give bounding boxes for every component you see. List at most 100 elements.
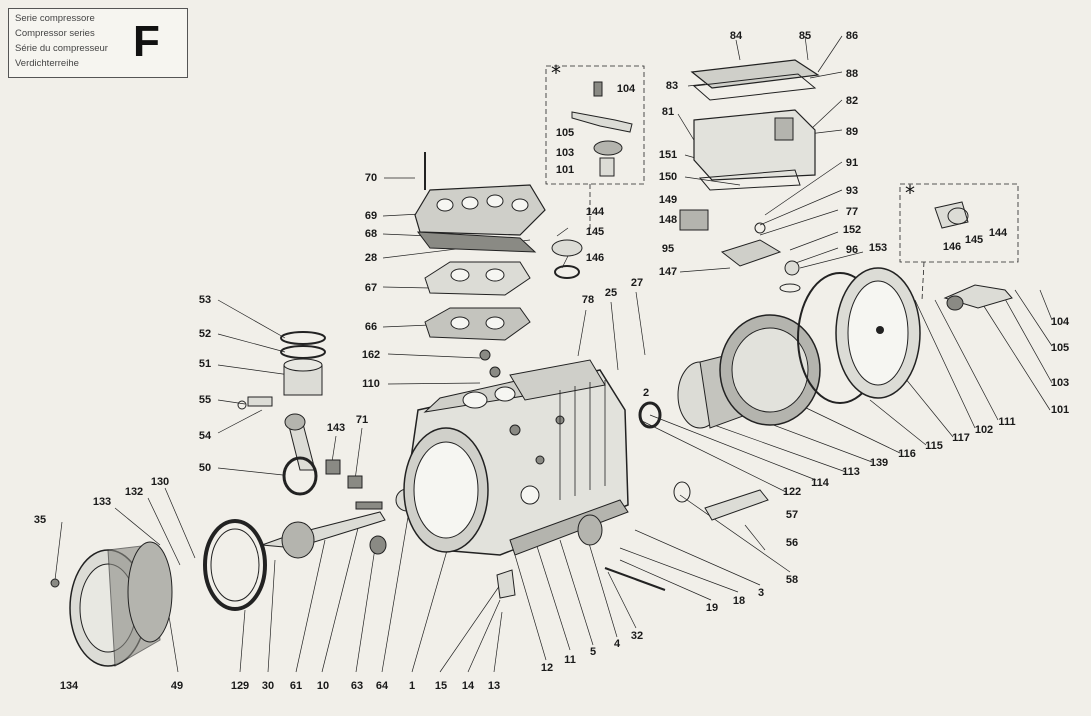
part-label-151: 151	[658, 149, 678, 161]
series-label-french: Série du compresseur	[15, 43, 108, 54]
part-label-54: 54	[198, 430, 212, 442]
part-label-82: 82	[845, 95, 859, 107]
kit-label-105: 105	[555, 127, 575, 139]
part-label-103: 103	[1050, 377, 1070, 389]
part-label-77: 77	[845, 206, 859, 218]
part-label-10: 10	[316, 680, 330, 692]
optional-kit-star-left: *	[551, 61, 561, 85]
optional-kit-boxes	[545, 65, 1019, 301]
part-label-144: 144	[988, 227, 1008, 239]
part-label-130: 130	[150, 476, 170, 488]
part-label-111: 111	[998, 416, 1016, 428]
part-label-133: 133	[92, 496, 112, 508]
part-label-3: 3	[757, 587, 765, 599]
part-label-117: 117	[952, 432, 970, 444]
part-label-93: 93	[845, 185, 859, 197]
motor-assembly	[638, 267, 921, 429]
part-label-83: 83	[665, 80, 679, 92]
piston-rod-assembly	[237, 331, 363, 496]
part-label-81: 81	[661, 106, 675, 118]
part-label-57: 57	[785, 509, 799, 521]
part-label-129: 129	[230, 680, 250, 692]
part-label-32: 32	[630, 630, 644, 642]
part-label-143: 143	[326, 422, 346, 434]
part-label-55: 55	[198, 394, 212, 406]
series-letter: F	[133, 17, 160, 66]
part-label-11: 11	[564, 654, 576, 666]
part-label-66: 66	[364, 321, 378, 333]
compressor-series-box: Serie compressore Compressor series Séri…	[8, 8, 188, 78]
part-label-71: 71	[355, 414, 369, 426]
part-label-27: 27	[630, 277, 644, 289]
part-label-78: 78	[581, 294, 595, 306]
part-label-115: 115	[925, 440, 943, 452]
part-label-145: 145	[964, 234, 984, 246]
part-label-5: 5	[589, 646, 597, 658]
part-label-50: 50	[198, 462, 212, 474]
suction-valve-kit	[571, 81, 633, 177]
discharge-valve-parts	[496, 201, 1013, 599]
leader-lines	[54, 35, 1053, 673]
part-label-63: 63	[350, 680, 364, 692]
part-label-58: 58	[785, 574, 799, 586]
part-label-102: 102	[974, 424, 994, 436]
part-label-101: 101	[1050, 404, 1070, 416]
part-label-69: 69	[364, 210, 378, 222]
part-label-89: 89	[845, 126, 859, 138]
part-label-68: 68	[364, 228, 378, 240]
series-label-german: Verdichterreihe	[15, 58, 79, 69]
part-label-14: 14	[461, 680, 475, 692]
part-label-104: 104	[1050, 316, 1070, 328]
part-label-56: 56	[785, 537, 799, 549]
series-label-english: Compressor series	[15, 28, 95, 39]
part-label-122: 122	[782, 486, 802, 498]
part-label-162: 162	[361, 349, 381, 361]
part-label-51: 51	[198, 358, 212, 370]
part-label-152: 152	[842, 224, 862, 236]
part-label-113: 113	[842, 466, 860, 478]
part-label-1: 1	[408, 680, 416, 692]
part-label-134: 134	[59, 680, 79, 692]
compressor-body	[403, 359, 629, 556]
part-label-116: 116	[898, 448, 916, 460]
part-label-88: 88	[845, 68, 859, 80]
part-label-67: 67	[364, 282, 378, 294]
part-label-150: 150	[658, 171, 678, 183]
part-label-19: 19	[705, 602, 719, 614]
kit-label-101: 101	[555, 164, 575, 176]
part-label-146: 146	[942, 241, 962, 253]
part-label-25: 25	[604, 287, 618, 299]
part-label-4: 4	[613, 638, 621, 650]
part-label-52: 52	[198, 328, 212, 340]
part-label-84: 84	[729, 30, 743, 42]
part-label-91: 91	[845, 157, 859, 169]
part-label-15: 15	[434, 680, 448, 692]
part-label-28: 28	[364, 252, 378, 264]
label-146: 146	[585, 252, 605, 264]
part-label-70: 70	[364, 172, 378, 184]
kit-label-103: 103	[555, 147, 575, 159]
part-label-110: 110	[362, 378, 380, 390]
part-label-30: 30	[261, 680, 275, 692]
part-label-85: 85	[798, 30, 812, 42]
part-label-96: 96	[845, 244, 859, 256]
part-label-153: 153	[868, 242, 888, 254]
part-label-86: 86	[845, 30, 859, 42]
part-label-147: 147	[658, 266, 678, 278]
part-label-114: 114	[811, 477, 829, 489]
part-label-2: 2	[642, 387, 650, 399]
part-label-64: 64	[375, 680, 389, 692]
part-label-149: 149	[658, 194, 678, 206]
part-label-49: 49	[170, 680, 184, 692]
part-label-53: 53	[198, 294, 212, 306]
terminal-box-assembly	[679, 59, 820, 293]
part-label-35: 35	[33, 514, 47, 526]
cylinder-head-assembly	[414, 152, 583, 378]
series-label-italian: Serie compressore	[15, 13, 95, 24]
part-label-139: 139	[869, 457, 889, 469]
part-label-148: 148	[658, 214, 678, 226]
part-label-61: 61	[289, 680, 303, 692]
part-label-132: 132	[124, 486, 144, 498]
optional-kit-star-right: *	[905, 181, 915, 205]
